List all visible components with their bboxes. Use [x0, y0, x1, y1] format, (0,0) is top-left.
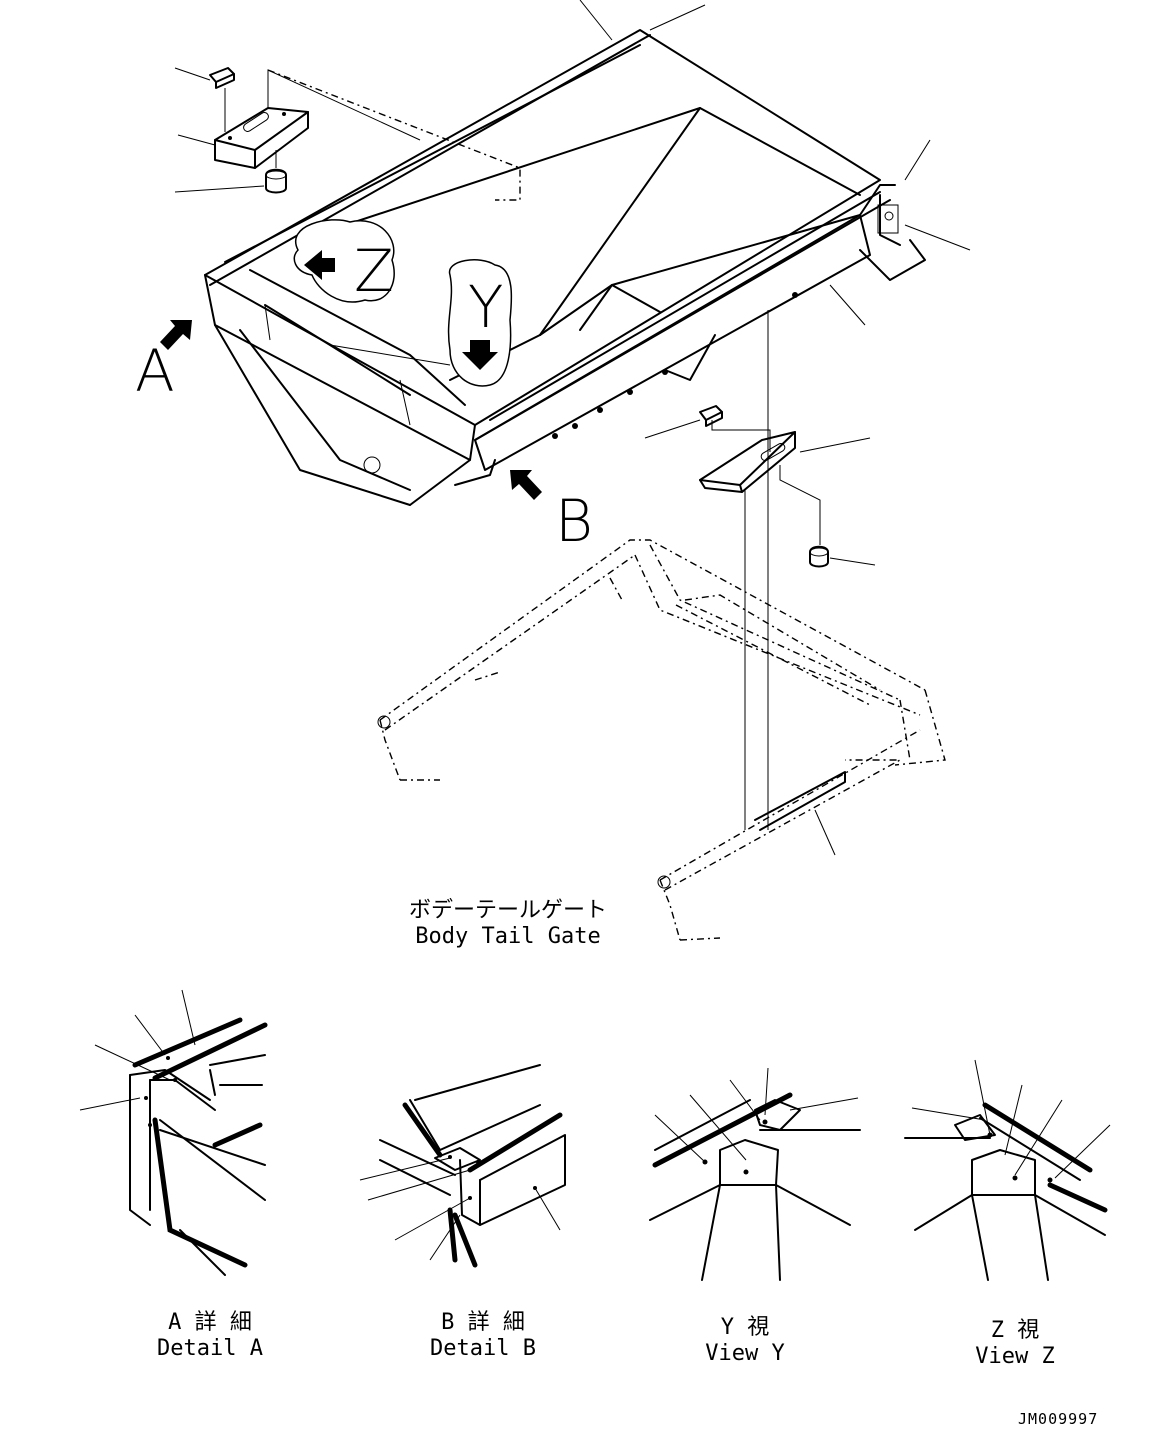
detail-a-figure	[79, 989, 268, 1276]
detail-b-label-jp: B 詳 細	[441, 1310, 525, 1335]
drawing-reference-code: JM009997	[1018, 1410, 1099, 1428]
pad-assembly-left	[174, 67, 521, 201]
detail-b-figure	[359, 1064, 566, 1268]
dump-body	[204, 0, 971, 506]
view-y-label-jp: Y 視	[720, 1315, 770, 1340]
view-marker-b: B	[555, 487, 593, 555]
arrow-z-icon	[304, 250, 335, 280]
detail-b-label-en: Detail B	[430, 1336, 536, 1361]
view-z-label-en: View Z	[975, 1344, 1055, 1369]
arrow-y-icon	[462, 340, 498, 370]
view-z-figure	[904, 1059, 1111, 1281]
bolt-row	[552, 292, 798, 439]
tail-gate-label-en: Body Tail Gate	[415, 924, 601, 949]
view-marker-y: Y	[468, 273, 504, 341]
view-y-cloud	[447, 259, 513, 387]
detail-a-label-jp: A 詳 細	[168, 1310, 252, 1335]
tail-gate-outline	[377, 539, 946, 941]
view-y-label-en: View Y	[705, 1341, 785, 1366]
arrow-a-icon	[160, 320, 192, 350]
arrow-b-icon	[510, 470, 542, 500]
view-z-label-jp: Z 視	[990, 1318, 1040, 1343]
pad-assembly-right	[644, 310, 876, 830]
detail-a-label-en: Detail A	[157, 1336, 263, 1361]
view-marker-z: Z	[354, 237, 394, 305]
view-z-cloud	[293, 219, 395, 303]
tail-gate-label-jp: ボデーテールゲート	[408, 898, 607, 923]
view-marker-a: A	[135, 337, 175, 405]
view-y-figure	[649, 1067, 861, 1281]
